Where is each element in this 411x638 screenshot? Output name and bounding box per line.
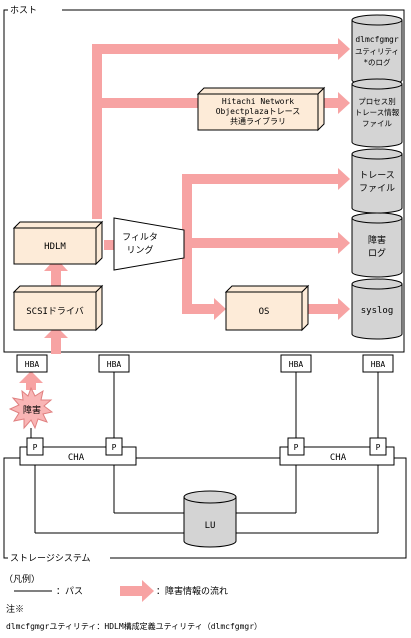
port-2: [105, 437, 123, 456]
lu-cylinder: LU: [183, 490, 237, 548]
hba-3-label: HBA: [289, 360, 304, 369]
dlmcfgmgr-log-label-1: dlmcfgmgr: [355, 35, 399, 44]
port-1: [26, 437, 44, 456]
dlmcfgmgr-log-cylinder: dlmcfgmgr ユティリティ *のログ: [351, 14, 403, 86]
failure-log-label-2: ログ: [368, 247, 386, 259]
trace-file-label-1: トレース: [359, 171, 395, 181]
hba-2-label: HBA: [107, 360, 122, 369]
storage-label: ストレージシステム: [10, 553, 91, 564]
host-boundary: ホスト: [3, 5, 405, 353]
port-3-label: P: [294, 443, 299, 452]
port-3: [287, 437, 305, 456]
failure-burst: 障害: [8, 386, 54, 430]
host-label: ホスト: [10, 5, 37, 16]
hitachi-library-box: Hitachi Network Objectplazaトレース 共通ライブラリ: [196, 86, 326, 132]
process-trace-label-2: トレース情報: [355, 107, 400, 117]
note-text: dlmcfgmgrユティリティ：HDLM構成定義ユティリティ（dlmcfgmgr…: [6, 621, 262, 631]
process-trace-label-3: ファイル: [362, 119, 392, 128]
hba-3: [280, 354, 312, 373]
lu-label: LU: [205, 521, 216, 531]
hitachi-label-2: Objectplazaトレース: [216, 107, 301, 116]
legend-path-label: ：パス: [56, 586, 83, 597]
dlmcfgmgr-log-label-3: *のログ: [363, 57, 391, 67]
trace-file-label-2: ファイル: [359, 184, 395, 194]
hba-1: [16, 354, 48, 373]
hba-boxes: HBA HBA HBA HBA: [16, 354, 394, 373]
port-2-label: P: [112, 443, 117, 452]
port-4: [369, 437, 387, 456]
hitachi-label-3: 共通ライブラリ: [230, 116, 286, 126]
hba-4-label: HBA: [371, 360, 386, 369]
cha-boxes: CHA CHA: [19, 446, 395, 466]
syslog-label: syslog: [361, 306, 394, 316]
failure-info-flow: [19, 38, 350, 390]
legend: （凡例） ：パス ：障害情報の流れ: [4, 573, 228, 602]
legend-flow-label: ：障害情報の流れ: [156, 585, 228, 597]
storage-boundary: ストレージシステム: [3, 457, 407, 564]
port-4-label: P: [376, 443, 381, 452]
dlmcfgmgr-log-label-2: ユティリティ: [355, 47, 399, 56]
cha-1-label: CHA: [68, 453, 85, 463]
hdlm-label: HDLM: [44, 242, 66, 252]
failure-log-label-1: 障害: [368, 234, 386, 246]
cha-2: [279, 446, 395, 466]
os-label: OS: [259, 307, 270, 317]
filter-label-2: リング: [126, 244, 153, 256]
port-boxes: P P P P: [26, 437, 387, 456]
hdlm-box: HDLM: [12, 220, 104, 266]
process-trace-cylinder: プロセス別 トレース情報 ファイル: [351, 78, 403, 148]
scsi-driver-label: SCSIドライバ: [26, 306, 84, 317]
legend-title: （凡例）: [4, 573, 40, 585]
hba-2: [98, 354, 130, 373]
cha-2-label: CHA: [330, 453, 347, 463]
trace-file-cylinder: トレース ファイル: [351, 148, 403, 214]
syslog-cylinder: syslog: [351, 278, 403, 340]
port-1-label: P: [33, 443, 38, 452]
filter-label-1: フィルタ: [122, 232, 158, 243]
failure-label: 障害: [23, 404, 41, 416]
scsi-driver-box: SCSIドライバ: [12, 284, 104, 332]
process-trace-label-1: プロセス別: [358, 97, 396, 106]
os-box: OS: [224, 284, 310, 332]
note: 注※ dlmcfgmgrユティリティ：HDLM構成定義ユティリティ（dlmcfg…: [6, 603, 262, 631]
hitachi-label-1: Hitachi Network: [222, 97, 294, 106]
failure-log-cylinder: 障害 ログ: [351, 212, 403, 278]
hba-4: [362, 354, 394, 373]
filtering-box: フィルタ リング: [113, 217, 185, 271]
note-title: 注※: [6, 603, 24, 615]
hba-1-label: HBA: [25, 360, 40, 369]
legend-flow-swatch: [120, 586, 142, 596]
